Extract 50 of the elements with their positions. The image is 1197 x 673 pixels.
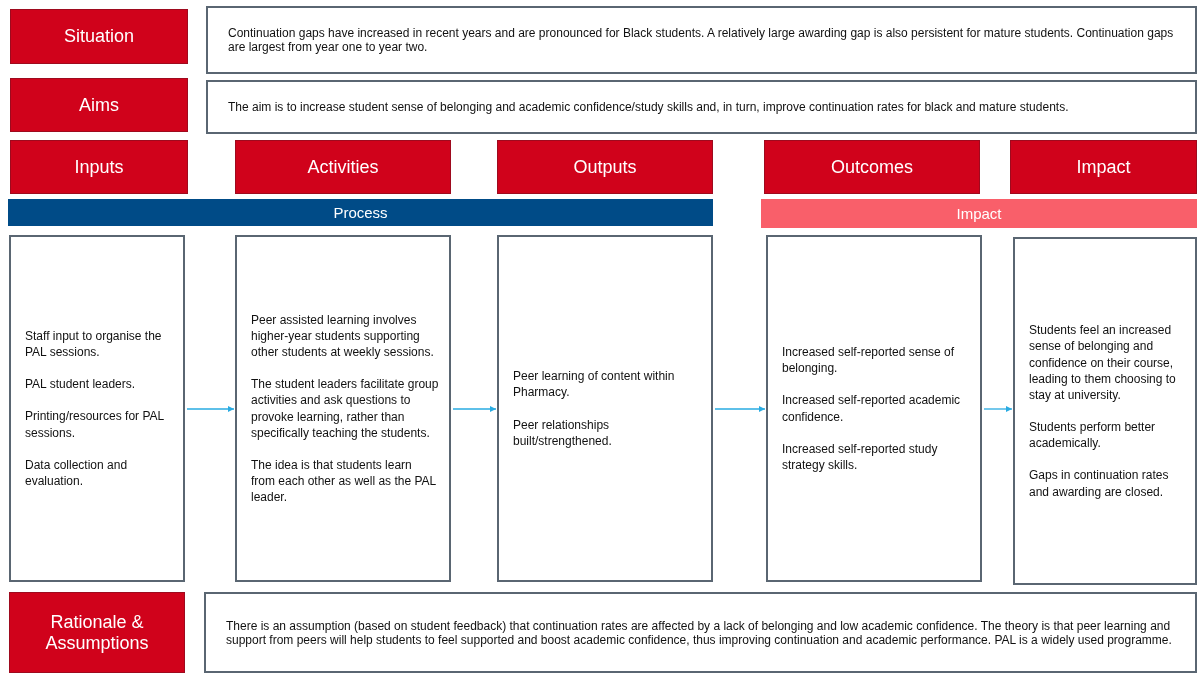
process-band — [8, 199, 713, 226]
text-panel — [206, 6, 1197, 74]
section-header — [235, 140, 451, 194]
header-text: Rationale & Assumptions — [44, 611, 150, 654]
panel-text: The aim is to increase student sense of belonging and academic confidence/study skills and, in turn, improve continuation rates for black and mature students. — [228, 100, 1070, 114]
section-header — [497, 140, 713, 194]
header-text: Impact — [956, 205, 1002, 222]
box-text: Peer relationships built/strengthened. — [513, 416, 613, 449]
section-header — [10, 140, 188, 194]
box-text: The student leaders facilitate group activities and ask questions to provoke learning, rather than specifically teaching the students. — [251, 376, 439, 441]
section-header — [764, 140, 980, 194]
content-box — [1013, 237, 1197, 585]
header-text: Situation — [63, 26, 135, 47]
box-text: Increased self-reported academic confidence. — [782, 392, 962, 425]
header-text: Outcomes — [831, 156, 913, 178]
box-text: Printing/resources for PAL sessions. — [25, 408, 165, 441]
content-box — [766, 235, 982, 582]
arrow — [983, 405, 1013, 413]
content-box — [9, 235, 185, 582]
text-panel — [206, 80, 1197, 134]
panel-text: Continuation gaps have increased in recent years and are pronounced for Black students. A relatively large awarding gap is also persistent for mature students. Continuation gaps are largest from year one to year two. — [228, 26, 1175, 54]
arrow — [186, 405, 235, 413]
arrow — [714, 405, 766, 413]
box-text: Students perform better academically. — [1029, 419, 1157, 452]
box-text: Gaps in continuation rates and awarding are closed. — [1029, 467, 1170, 500]
box-text: Increased self-reported sense of belonging. — [782, 343, 956, 377]
panel-text: There is an assumption (based on student feedback) that continuation rates are affected by a lack of belonging and low academic confidence. The theory is that peer learning and support from peers will help students to feel supported and boost academic confidence, thus improving continuation and academic performance. PAL is a widely used programme. — [226, 618, 1173, 647]
content-box — [497, 235, 713, 582]
header-text: Inputs — [74, 156, 124, 178]
content-box — [235, 235, 451, 582]
arrow — [452, 405, 497, 413]
box-text: Data collection and evaluation. — [25, 456, 129, 490]
header-text: Process — [333, 204, 388, 221]
box-text: Students feel an increased sense of belonging and confidence on their course, leading to them choosing to stay at university. — [1029, 322, 1177, 404]
section-header — [10, 9, 188, 64]
box-text: The idea is that students learn from each other as well as the PAL leader. — [251, 456, 437, 506]
section-header — [1010, 140, 1197, 194]
box-text: PAL student leaders. — [25, 376, 137, 393]
impact-band — [761, 199, 1197, 228]
header-text: Activities — [307, 156, 379, 178]
header-text: Impact — [1076, 156, 1131, 178]
box-text: Increased self-reported study strategy skills. — [782, 440, 939, 474]
text-panel — [204, 592, 1197, 673]
box-text: Staff input to organise the PAL sessions. — [25, 327, 163, 361]
section-header — [9, 592, 185, 673]
box-text: Peer assisted learning involves higher-year students supporting other students at weekly sessions. — [251, 311, 435, 361]
section-header — [10, 78, 188, 132]
header-text: Aims — [79, 94, 119, 116]
box-text: Peer learning of content within Pharmacy. — [513, 368, 676, 401]
header-text: Outputs — [573, 156, 637, 178]
